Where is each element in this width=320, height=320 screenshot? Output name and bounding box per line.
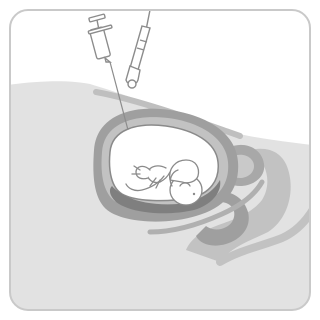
amniocentesis-illustration	[0, 0, 320, 320]
illustration-frame	[0, 0, 320, 320]
